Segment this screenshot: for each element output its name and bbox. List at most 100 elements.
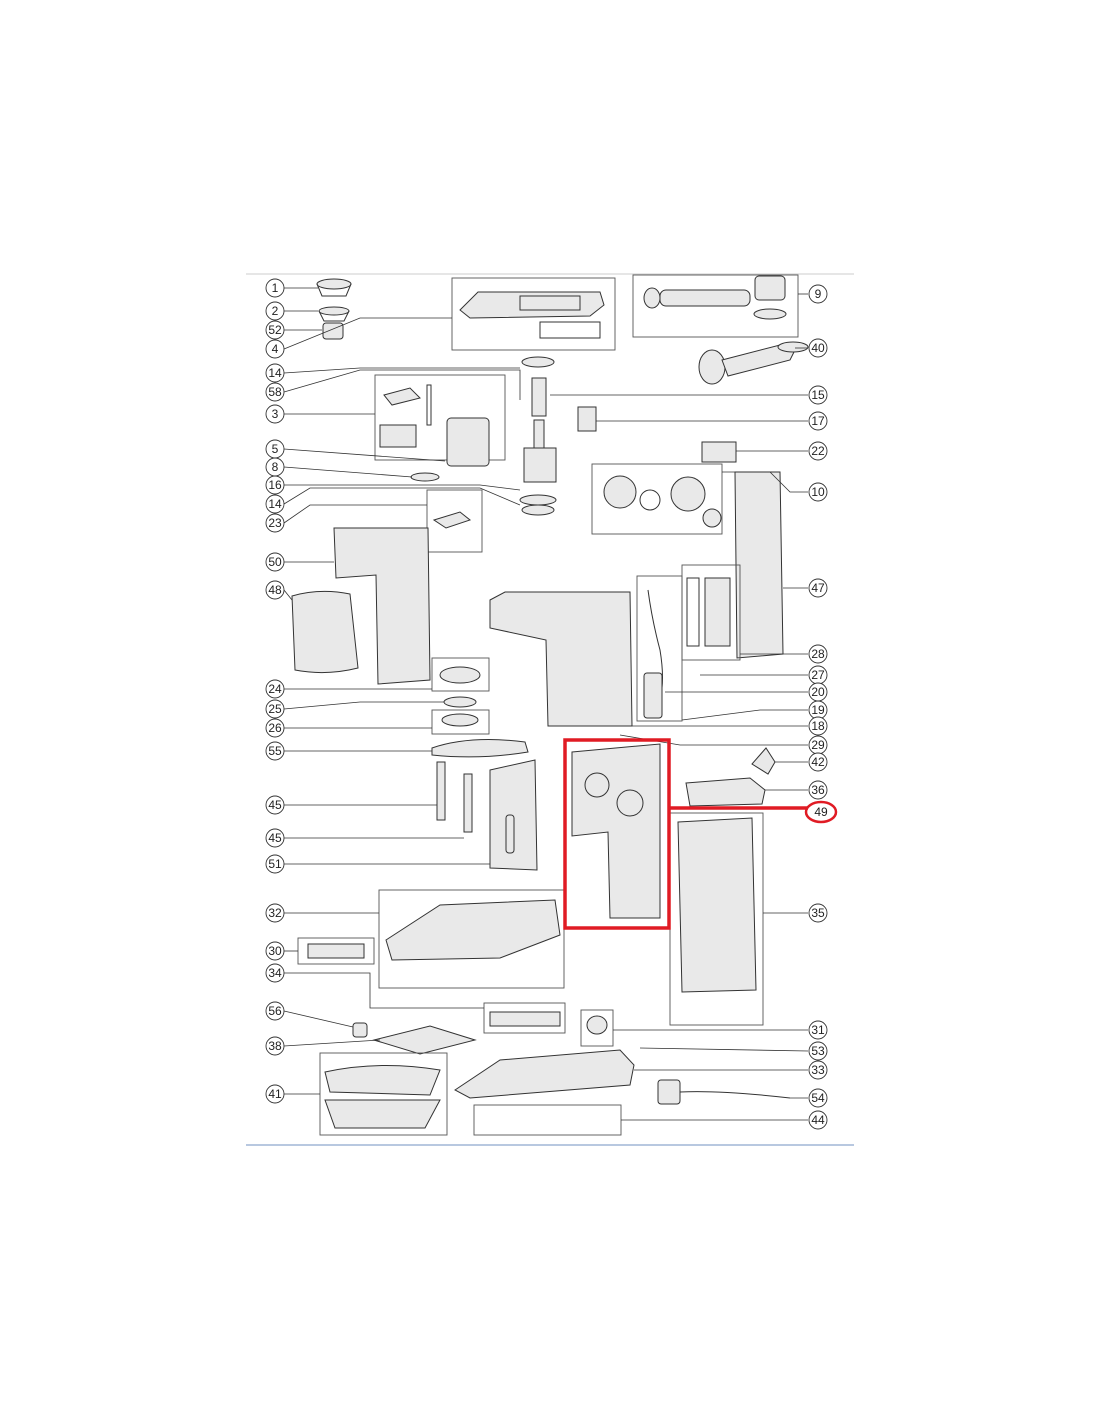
callout-label: 29 xyxy=(811,738,825,752)
callout-35: 35 xyxy=(808,903,828,923)
callout-label: 16 xyxy=(268,478,282,492)
callout-36: 36 xyxy=(808,780,828,800)
callout-circle xyxy=(265,278,285,298)
callout-label: 55 xyxy=(268,744,282,758)
part-side-panel-47 xyxy=(734,471,784,659)
callout-circle xyxy=(265,301,285,321)
callout-14: 14 xyxy=(265,363,285,383)
callout-label: 58 xyxy=(268,385,282,399)
highlight-ellipse-49 xyxy=(804,800,838,824)
callout-label: 34 xyxy=(268,966,282,980)
callout-circle xyxy=(265,718,285,738)
callout-circle xyxy=(808,1088,828,1108)
callout-label: 27 xyxy=(811,668,825,682)
part-30 xyxy=(307,943,365,959)
part-box-23 xyxy=(426,489,483,553)
callout-label: 22 xyxy=(811,444,825,458)
part-filter-baskets xyxy=(316,278,352,340)
callout-circle xyxy=(265,580,285,600)
callout-label: 41 xyxy=(268,1087,282,1101)
callout-17: 17 xyxy=(808,411,828,431)
callout-29: 29 xyxy=(808,735,828,755)
callout-label: 2 xyxy=(272,304,279,318)
part-22 xyxy=(701,441,737,463)
callout-label: 38 xyxy=(268,1039,282,1053)
part-tank-19 xyxy=(643,672,663,719)
callout-28: 28 xyxy=(808,644,828,664)
callout-circle xyxy=(808,284,828,304)
callout-2: 2 xyxy=(265,301,285,321)
part-grid-38 xyxy=(372,1025,477,1055)
callout-19: 19 xyxy=(808,700,828,720)
callout-circle xyxy=(808,780,828,800)
callout-circle xyxy=(265,1084,285,1104)
callout-3: 3 xyxy=(265,404,285,424)
callout-label: 44 xyxy=(811,1113,825,1127)
callout-circle xyxy=(265,339,285,359)
callout-label: 54 xyxy=(811,1091,825,1105)
part-31 xyxy=(586,1015,608,1035)
callout-9: 9 xyxy=(808,284,828,304)
part-base-32 xyxy=(385,899,561,961)
part-box-24 xyxy=(431,657,490,692)
part-lid-36 xyxy=(685,777,766,807)
callout-circle xyxy=(808,482,828,502)
callout-24: 24 xyxy=(265,679,285,699)
callout-circle xyxy=(265,679,285,699)
callout-26: 26 xyxy=(265,718,285,738)
highlight-box xyxy=(563,738,671,930)
callout-20: 20 xyxy=(808,682,828,702)
callout-30: 30 xyxy=(265,941,285,961)
callout-47: 47 xyxy=(808,578,828,598)
callout-15: 15 xyxy=(808,385,828,405)
part-drip-grid xyxy=(459,291,605,339)
callout-label: 40 xyxy=(811,341,825,355)
callout-label: 45 xyxy=(268,831,282,845)
callout-45: 45 xyxy=(265,828,285,848)
part-box-19 xyxy=(636,575,683,722)
callout-circle xyxy=(808,716,828,736)
part-gasket-8 xyxy=(410,472,440,482)
callout-label: 23 xyxy=(268,516,282,530)
callout-label: 15 xyxy=(811,388,825,402)
callout-1: 1 xyxy=(265,278,285,298)
callout-circle xyxy=(808,1020,828,1040)
part-box-26 xyxy=(431,709,490,735)
callout-circle xyxy=(808,752,828,772)
part-drip-tray-41 xyxy=(324,1064,441,1129)
callout-label: 30 xyxy=(268,944,282,958)
part-panel-51-slot xyxy=(505,814,515,854)
callout-49: 49 xyxy=(814,805,828,819)
part-box-31 xyxy=(580,1009,614,1047)
callout-22: 22 xyxy=(808,441,828,461)
callout-circle xyxy=(265,741,285,761)
part-24 xyxy=(439,666,481,684)
part-tray-55 xyxy=(431,739,529,758)
callout-label: 45 xyxy=(268,798,282,812)
callout-4: 4 xyxy=(265,339,285,359)
callout-label: 47 xyxy=(811,581,825,595)
callout-label: 18 xyxy=(811,719,825,733)
part-knob-42 xyxy=(751,747,776,775)
callouts-layer: 1252414583581614235048242526554545513230… xyxy=(265,278,828,1130)
callout-circle xyxy=(265,1001,285,1021)
callout-circle xyxy=(265,1036,285,1056)
callout-label: 50 xyxy=(268,555,282,569)
callout-label: 5 xyxy=(272,442,279,456)
callout-circle xyxy=(808,1041,828,1061)
part-pump-column xyxy=(519,356,557,516)
callout-40: 40 xyxy=(808,338,828,358)
callout-58: 58 xyxy=(265,382,285,402)
callout-circle xyxy=(808,903,828,923)
callout-8: 8 xyxy=(265,457,285,477)
part-base-plate-33 xyxy=(454,1049,635,1099)
callout-56: 56 xyxy=(265,1001,285,1021)
callout-label: 4 xyxy=(272,342,279,356)
callout-label: 52 xyxy=(268,323,282,337)
callout-label: 3 xyxy=(272,407,279,421)
callout-circle xyxy=(265,513,285,533)
part-box-10 xyxy=(591,463,723,535)
callout-circle xyxy=(808,338,828,358)
callout-48: 48 xyxy=(265,580,285,600)
